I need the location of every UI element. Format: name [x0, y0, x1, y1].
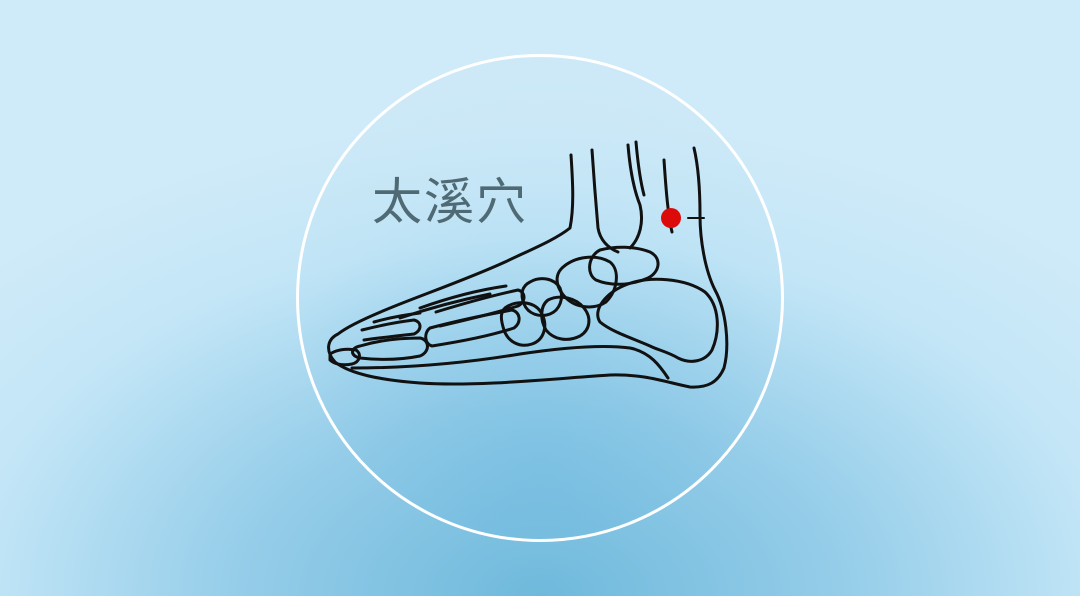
- cuboid-bone: [540, 295, 591, 341]
- tibia-line: [590, 148, 620, 254]
- cuneiform-bone-2: [499, 301, 547, 347]
- talus-bone: [588, 245, 660, 286]
- cuneiform-bone-1: [520, 277, 564, 318]
- metatarsal-1: [424, 308, 521, 348]
- phalanx-big-toe: [351, 336, 429, 361]
- calcaneus-bone: [596, 277, 719, 363]
- foot-outline-front: [327, 146, 729, 389]
- plantar-arch-line: [350, 344, 670, 380]
- phalanx-tip: [328, 347, 361, 367]
- acupoint-marker: [661, 208, 681, 228]
- phalanx-toe-3: [372, 311, 422, 324]
- fibula-line-a: [626, 143, 644, 250]
- acupoint-name-label: 太溪穴: [372, 173, 528, 231]
- circle-frame: [296, 54, 784, 542]
- metatarsal-3: [418, 284, 508, 310]
- fibula-line-b: [634, 140, 646, 197]
- phalanx-toe-2: [360, 318, 422, 342]
- metatarsal-2: [434, 288, 526, 328]
